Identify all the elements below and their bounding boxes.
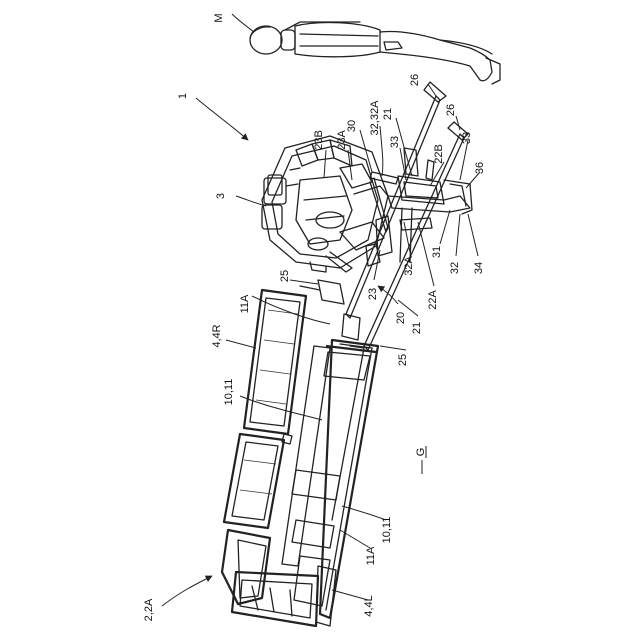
ref-label-3: 3	[215, 193, 227, 199]
ref-label-36: 36	[474, 162, 486, 174]
ref-label-g: G	[415, 448, 427, 457]
ref-label-11a-top: 11A	[239, 294, 251, 313]
ref-label-22a: 22A	[427, 290, 439, 310]
ref-label-25b: 25	[397, 354, 409, 366]
ref-label-m: M	[213, 13, 225, 22]
ref-label-26b: 26	[445, 104, 457, 116]
ref-label-21a: 21	[382, 108, 394, 120]
ref-label-32: 32	[449, 262, 461, 274]
rail-assembly	[346, 82, 472, 350]
ref-label-4-4l: 4,4L	[363, 595, 375, 616]
ref-label-4-4r: 4,4R	[211, 324, 223, 347]
reference-labels: M1326262132,32A3023A23B3322B333631323432…	[143, 13, 486, 621]
robot-cart-assembly	[262, 136, 388, 272]
ref-label-26a: 26	[409, 74, 421, 86]
ref-label-21b: 21	[411, 322, 423, 334]
mannequin-figure	[250, 22, 500, 84]
ref-label-33b: 33	[461, 132, 473, 144]
ref-label-22b: 22B	[433, 144, 445, 164]
ref-label-31: 31	[431, 246, 443, 258]
ref-label-34: 34	[473, 262, 485, 274]
ref-label-2-2a: 2,2A	[143, 598, 155, 621]
ref-label-10-11-bot: 10,11	[381, 517, 393, 544]
ref-label-32-32a: 32,32A	[369, 100, 381, 136]
ref-label-20: 20	[395, 312, 407, 324]
ref-label-23: 23	[367, 288, 379, 300]
ref-label-23a: 23A	[336, 130, 348, 150]
ref-label-23b: 23B	[313, 130, 325, 150]
bed-frame	[222, 280, 378, 626]
ref-label-11a-bot: 11A	[365, 546, 377, 565]
ref-label-10-11-top: 10,11	[223, 379, 235, 406]
ref-label-33a: 33	[389, 136, 401, 148]
ref-label-32a: 32A	[403, 256, 415, 276]
ref-label-1: 1	[177, 93, 189, 99]
ref-label-25a: 25	[279, 270, 291, 282]
